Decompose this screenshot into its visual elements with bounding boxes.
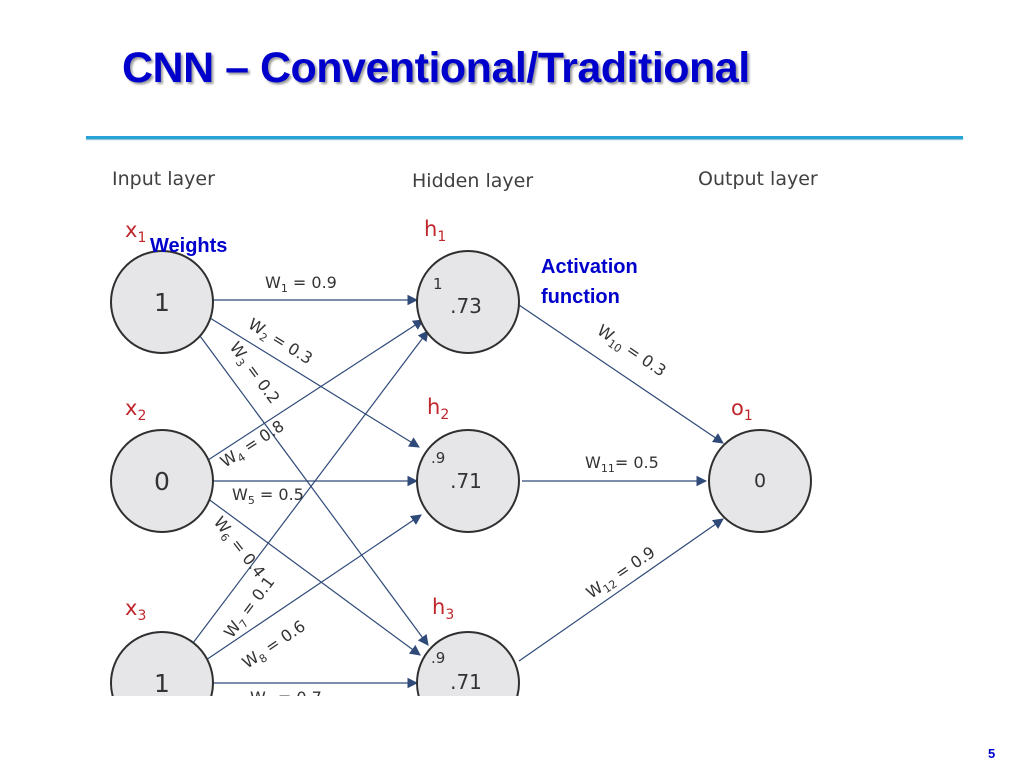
weight-label-w5: W5 = 0.5 (232, 485, 304, 507)
hidden-node-h1 (416, 250, 520, 354)
weight-label-w1: W1 = 0.9 (265, 273, 337, 295)
h3-label: h3 (432, 595, 454, 623)
hidden-node-h3 (416, 631, 520, 696)
input-node-x1 (110, 250, 214, 354)
weights-annotation: Weights (150, 235, 227, 257)
x1-value: 1 (154, 288, 170, 317)
h2-input-sum: .9 (431, 449, 445, 467)
title-divider (86, 136, 963, 139)
o1-label: o1 (731, 396, 753, 424)
h2-label: h2 (427, 395, 449, 423)
activation-annotation-line2: function (541, 286, 620, 308)
activation-annotation-line1: Activation (541, 256, 638, 278)
h1-input-sum: 1 (433, 275, 443, 293)
weight-label-w6: W6 = 0.4 (207, 513, 269, 583)
input-layer-label: Input layer (112, 168, 215, 190)
weight-label-w12: W12 = 0.9 (583, 542, 661, 604)
edge-x2-h3 (206, 497, 421, 656)
h3-value: .71 (450, 670, 482, 694)
edge-x1-h3 (199, 335, 429, 646)
x3-value: 1 (154, 669, 170, 698)
x3-label: x3 (125, 596, 146, 624)
x2-value: 0 (154, 467, 170, 496)
x2-label: x2 (125, 396, 146, 424)
input-node-x3 (110, 631, 214, 696)
h3-input-sum: .9 (431, 649, 445, 667)
h1-value: .73 (450, 294, 482, 318)
weight-label-w4: W4 = 0.8 (217, 416, 289, 474)
weight-label-w9: W9 = 0.7 (250, 688, 322, 710)
hidden-node-h2 (416, 429, 520, 533)
hidden-layer-label: Hidden layer (412, 170, 533, 192)
o1-value: 0 (754, 470, 766, 492)
h1-label: h1 (424, 217, 446, 245)
weight-label-w7: W7 = 0.1 (220, 573, 281, 644)
input-node-x2 (110, 429, 214, 533)
x1-label: x1 (125, 218, 146, 246)
edge-x2-h1 (204, 319, 424, 463)
edge-x3-h1 (192, 330, 429, 644)
edge-h1-o1 (518, 304, 724, 444)
output-node-o1 (708, 429, 812, 533)
edge-x3-h2 (205, 514, 422, 661)
page-number: 5 (988, 746, 996, 761)
output-layer-label: Output layer (698, 168, 818, 190)
edge-x1-h2 (209, 317, 420, 448)
weight-label-w10: W10 = 0.3 (592, 321, 670, 383)
slide-title: CNN – Conventional/Traditional (122, 44, 750, 92)
edge-h3-o1 (518, 518, 724, 662)
h2-value: .71 (450, 469, 482, 493)
weight-label-w11: W11= 0.5 (585, 453, 659, 475)
